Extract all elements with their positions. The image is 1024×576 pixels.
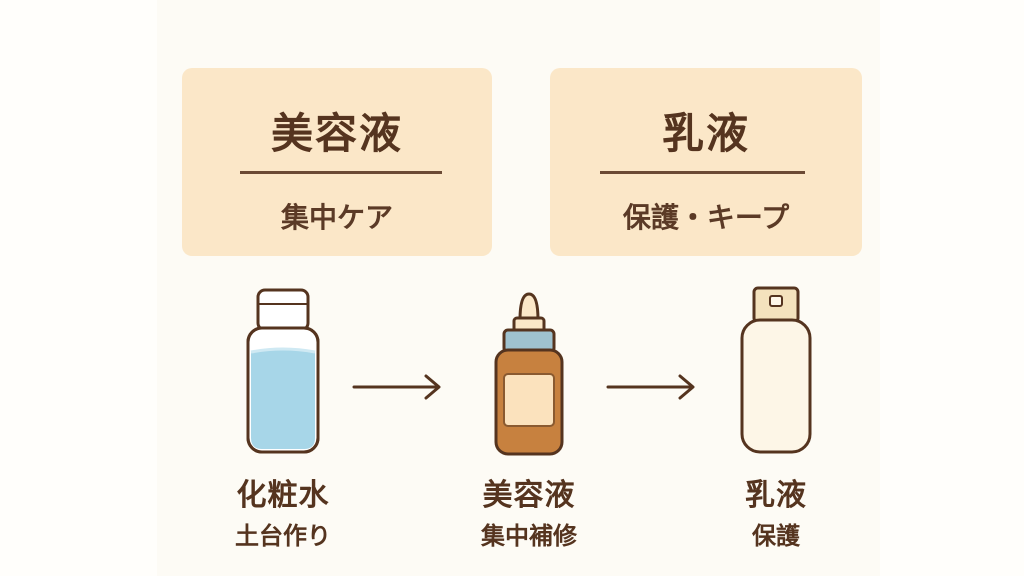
emulsion-card: 乳液 保護・キープ (550, 68, 862, 256)
step-toner-subtitle: 土台作り (235, 522, 331, 550)
step-serum-title: 美容液 (482, 478, 576, 513)
serum-card: 美容液 集中ケア (182, 68, 492, 256)
arrow-right-icon (606, 374, 695, 400)
clear-bottle-icon (246, 288, 320, 454)
dropper-bottle-icon (494, 292, 564, 456)
step-toner-title: 化粧水 (236, 478, 330, 513)
emulsion-card-divider (600, 171, 805, 174)
step-emulsion-title: 乳液 (745, 478, 807, 513)
step-serum-subtitle: 集中補修 (481, 522, 577, 550)
emulsion-card-subtitle: 保護・キープ (622, 201, 790, 234)
step-emulsion-subtitle: 保護 (752, 522, 800, 550)
lotion-bottle-icon (740, 286, 812, 454)
arrow-right-icon (352, 374, 441, 400)
emulsion-card-title: 乳液 (661, 109, 750, 158)
serum-card-subtitle: 集中ケア (280, 201, 393, 234)
serum-card-title: 美容液 (270, 109, 403, 158)
serum-card-divider (240, 171, 442, 174)
